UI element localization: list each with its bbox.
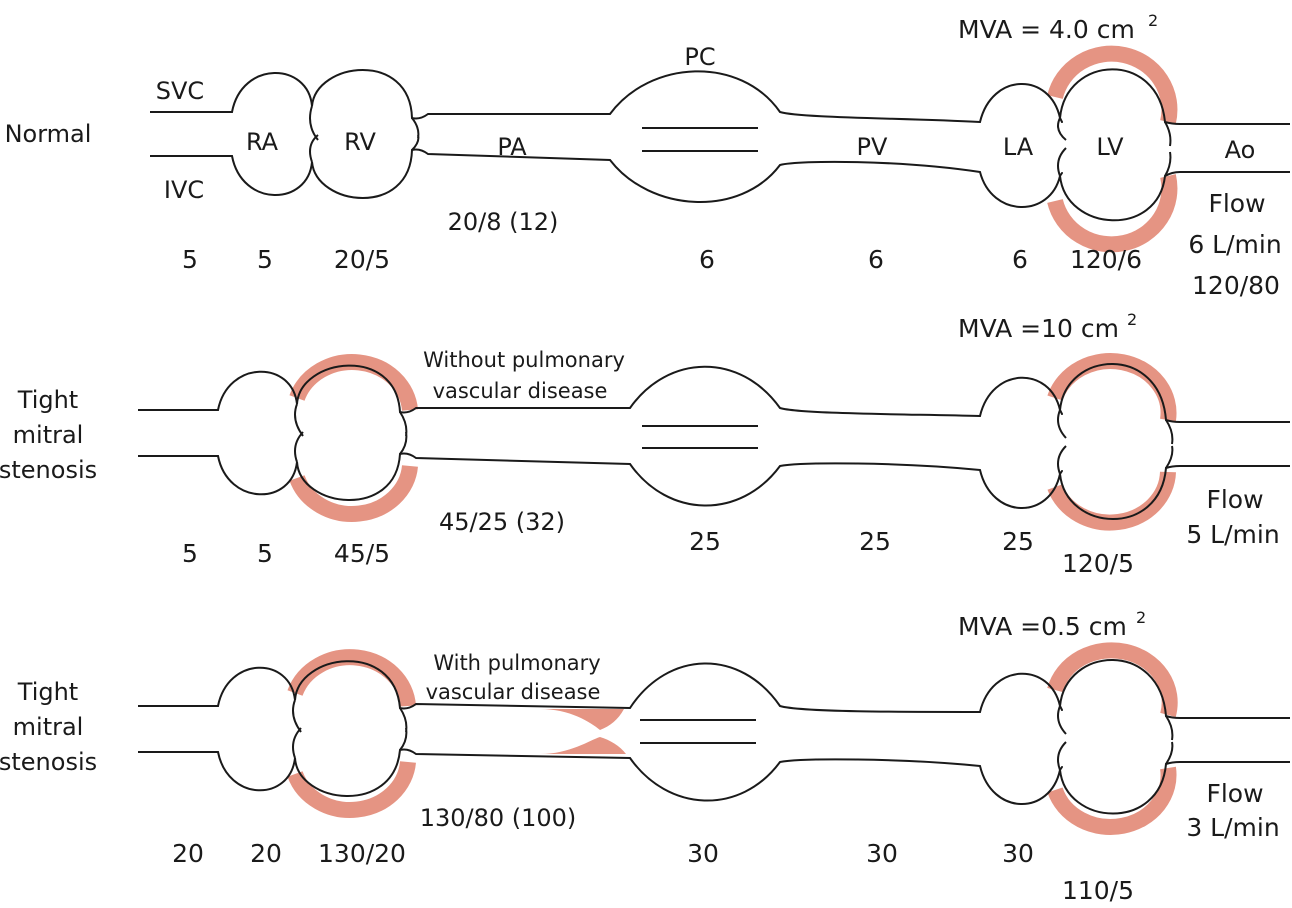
vessel-outline-bottom [150,148,1290,222]
label-svc: SVC [156,77,204,105]
label-pv: PV [857,133,888,161]
pressure-value: 6 [699,245,715,274]
pa-pressure: 130/80 (100) [420,804,577,832]
pressure-value: 30 [1002,839,1034,868]
rv-wall-thickening [289,354,418,522]
aortic-pressure: 120/80 [1192,271,1280,300]
label-ra: RA [246,128,279,156]
label-ao: Ao [1225,136,1256,164]
row-label-line: Normal [5,120,92,148]
pvd-note: vascular disease [433,379,608,403]
valve-cusps [309,105,1172,177]
row-label-line: Tight [17,386,78,414]
pa-pressure: 45/25 (32) [439,508,565,536]
pressure-value: 25 [689,527,721,556]
pressure-value: 20 [250,839,282,868]
vessel-outline-top [150,68,1290,125]
lv-wall-thickening [1047,353,1177,531]
label-pc: PC [684,43,715,71]
label-pa: PA [497,133,527,161]
row-label-line: mitral [13,713,84,741]
row-label-line: stenosis [0,748,97,776]
pressure-value: 30 [687,839,719,868]
mva-label: MVA =0.5 cm [958,612,1127,641]
panel-normal: Normal SVC IVC RA RV PA PC PV LA LV Ao M… [5,11,1290,300]
vessel-outline-bottom [138,748,1290,815]
pressure-value: 20/5 [334,245,390,274]
panel-ms-with-pvd: Tight mitral stenosis MVA =0.5 cm 2 With… [0,608,1290,905]
pressure-value: 45/5 [334,539,390,568]
vessel-outline-bottom [138,452,1290,520]
label-lv: LV [1096,133,1124,161]
flow-label: Flow [1208,189,1265,218]
pressure-value: 6 [868,245,884,274]
pressure-value: 5 [257,245,273,274]
label-la: LA [1003,133,1034,161]
valve-cusps [294,403,1174,475]
mva-superscript: 2 [1148,11,1158,30]
pressure-value: 130/20 [318,839,406,868]
lv-wall-thickening [1047,45,1178,253]
pressure-value: 110/5 [1062,876,1134,905]
row-label-line: Tight [17,678,78,706]
rv-wall-thickening [287,649,416,818]
pressure-value: 5 [257,539,273,568]
pvd-note: vascular disease [426,680,601,704]
pressure-value: 25 [1002,527,1034,556]
flow-value: 6 L/min [1188,230,1281,259]
pa-pressure: 20/8 (12) [448,208,559,236]
row-label-line: mitral [13,421,84,449]
vessel-outline-top [138,363,1290,423]
pressure-value: 120/5 [1062,549,1134,578]
mva-label: MVA = 4.0 cm [958,15,1135,44]
pressure-value: 25 [859,527,891,556]
mva-superscript: 2 [1136,608,1146,627]
mva-superscript: 2 [1127,310,1137,329]
label-rv: RV [344,128,376,156]
flow-value: 3 L/min [1186,813,1279,842]
pressure-value: 30 [866,839,898,868]
flow-label: Flow [1206,485,1263,514]
pressure-value: 120/6 [1070,245,1142,274]
pressure-value: 5 [182,245,198,274]
pulmonary-arteriole-narrowing [500,737,626,754]
pvd-note: Without pulmonary [423,348,625,372]
flow-label: Flow [1206,779,1263,808]
capillary-bed-lines [642,425,758,449]
lv-wall-thickening [1047,642,1178,835]
row-label-line: stenosis [0,456,97,484]
flow-value: 5 L/min [1186,520,1279,549]
panel-ms-without-pvd: Tight mitral stenosis MVA =10 cm 2 Witho… [0,310,1290,578]
vessel-outline-top [138,659,1290,719]
pressure-value: 5 [182,539,198,568]
pressure-value: 6 [1012,245,1028,274]
valve-cusps [292,699,1174,771]
pressure-value: 20 [172,839,204,868]
capillary-bed-lines [640,719,756,744]
label-ivc: IVC [164,176,204,204]
pvd-note: With pulmonary [433,651,600,675]
mva-label: MVA =10 cm [958,314,1119,343]
pulmonary-arteriole-narrowing [470,709,624,730]
capillary-bed-lines [642,127,758,152]
